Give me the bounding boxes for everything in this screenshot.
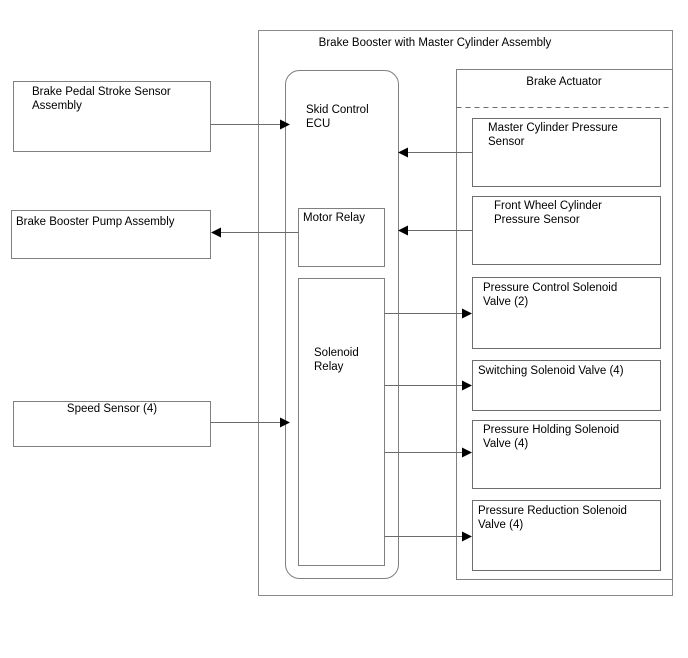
brake-pedal-stroke-sensor-label-line2: Assembly [32,100,82,112]
motor-relay-label: Motor Relay [303,212,365,224]
switching-solenoid-valve-box [472,360,661,411]
skid-control-ecu-label-line1: Skid Control [306,104,369,116]
pressure-control-solenoid-valve-label-line2: Valve (2) [483,296,528,308]
brake-pedal-stroke-sensor-box [13,81,211,152]
brake-actuator-title: Brake Actuator [526,76,602,88]
motor-relay-box [298,208,385,267]
speed-sensor-box [13,401,211,447]
solenoid-relay-label-line2: Relay [314,361,344,373]
skid-control-ecu-label-line2: ECU [306,118,330,130]
brake-pedal-stroke-sensor-label-line1: Brake Pedal Stroke Sensor [32,86,171,98]
connection-solenoid-relay-to-pressure-control [384,308,472,319]
front-wheel-cylinder-pressure-sensor-box [472,196,661,265]
connection-solenoid-relay-to-switching [384,380,472,391]
outer-container-title: Brake Booster with Master Cylinder Assem… [319,37,552,49]
master-cylinder-pressure-sensor-box [472,118,661,187]
pressure-control-solenoid-valve-label-line1: Pressure Control Solenoid [483,282,617,294]
pressure-reduction-solenoid-valve-label-line1: Pressure Reduction Solenoid [478,505,627,517]
front-wheel-cylinder-pressure-sensor-label-line1: Front Wheel Cylinder [494,200,602,212]
solenoid-relay-label-line1: Solenoid [314,347,359,359]
speed-sensor-label: Speed Sensor (4) [67,403,157,415]
pressure-reduction-solenoid-valve-box [472,500,661,571]
brake-booster-pump-assembly-box [11,210,211,259]
connection-master-cylinder-sensor-to-ecu [398,147,473,158]
connection-speed-sensor-to-ecu [210,417,290,428]
pressure-reduction-solenoid-valve-label-line2: Valve (4) [478,519,523,531]
connection-motor-relay-to-pump [211,227,299,238]
connection-solenoid-relay-to-pressure-reduction [384,531,472,542]
front-wheel-cylinder-pressure-sensor-label-line2: Pressure Sensor [494,214,580,226]
master-cylinder-pressure-sensor-label-line2: Sensor [488,136,525,148]
pressure-holding-solenoid-valve-box [472,420,661,489]
solenoid-relay-box [298,278,385,566]
pressure-holding-solenoid-valve-label-line2: Valve (4) [483,438,528,450]
connection-pedal-sensor-to-ecu [210,119,290,130]
switching-solenoid-valve-label: Switching Solenoid Valve (4) [478,365,624,377]
master-cylinder-pressure-sensor-label-line1: Master Cylinder Pressure [488,122,618,134]
connection-solenoid-relay-to-pressure-holding [384,447,472,458]
pressure-control-solenoid-valve-box [472,277,661,349]
pressure-holding-solenoid-valve-label-line1: Pressure Holding Solenoid [483,424,619,436]
brake-booster-pump-assembly-label: Brake Booster Pump Assembly [16,216,175,228]
connection-front-wheel-sensor-to-ecu [398,225,473,236]
